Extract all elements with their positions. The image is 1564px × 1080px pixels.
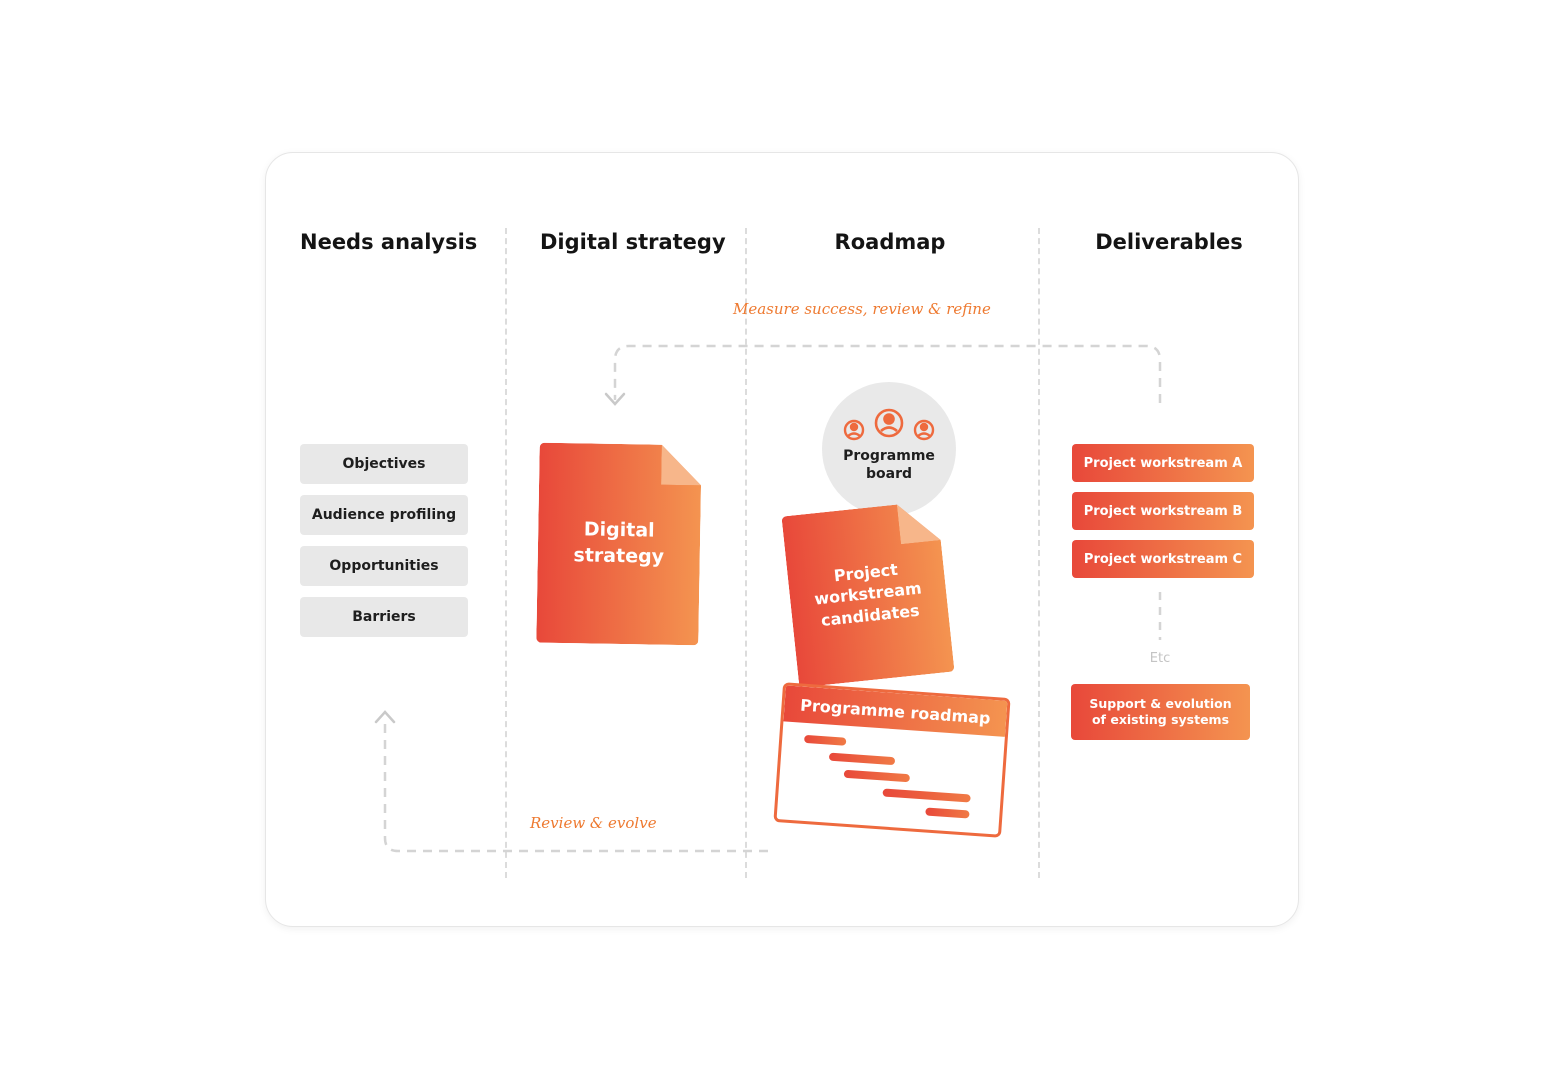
top-loop-line [613, 344, 1162, 403]
board-label-line2: board [865, 465, 912, 482]
bottom-loop-arrowhead [374, 710, 396, 724]
gantt-bar [843, 769, 911, 783]
top-loop-arrowhead [604, 392, 626, 406]
col-title-digital-strategy: Digital strategy [540, 230, 726, 254]
support-line2: of existing systems [1091, 712, 1230, 727]
etc-label: Etc [1149, 651, 1171, 666]
column-divider [745, 228, 747, 878]
person-icon [913, 419, 935, 441]
needs-item-objectives: Objectives [300, 444, 468, 484]
page-fold-icon [897, 500, 941, 544]
board-label-line1: Programme [843, 448, 935, 464]
person-icon [874, 408, 904, 438]
gantt-bar [882, 788, 971, 803]
bottom-loop-line [383, 720, 768, 853]
gantt-bar [803, 734, 847, 746]
col-title-needs-analysis: Needs analysis [300, 230, 478, 254]
workstream-candidates-document: Project workstream candidates [781, 500, 954, 687]
person-icon [843, 419, 865, 441]
gantt-bar [828, 752, 896, 766]
support-evolution-box: Support & evolution of existing systems [1071, 684, 1250, 740]
needs-item-audience-profiling: Audience profiling [300, 495, 468, 535]
col-title-roadmap: Roadmap [834, 230, 946, 254]
gantt-bar [925, 807, 970, 819]
workstream-b: Project workstream B [1072, 492, 1254, 530]
programme-board-circle [822, 382, 956, 516]
workstream-a: Project workstream A [1072, 444, 1254, 482]
top-loop-note: Measure success, review & refine [733, 300, 991, 318]
needs-item-opportunities: Opportunities [300, 546, 468, 586]
programme-board-label: Programme board [822, 448, 956, 483]
col-title-deliverables: Deliverables [1095, 230, 1243, 254]
programme-roadmap-card: Programme roadmap [773, 682, 1011, 838]
needs-item-barriers: Barriers [300, 597, 468, 637]
support-line1: Support & evolution [1089, 695, 1232, 711]
bottom-loop-note: Review & evolve [530, 814, 657, 832]
workstream-c: Project workstream C [1072, 540, 1254, 578]
column-divider [1038, 228, 1040, 878]
column-divider [505, 228, 507, 878]
